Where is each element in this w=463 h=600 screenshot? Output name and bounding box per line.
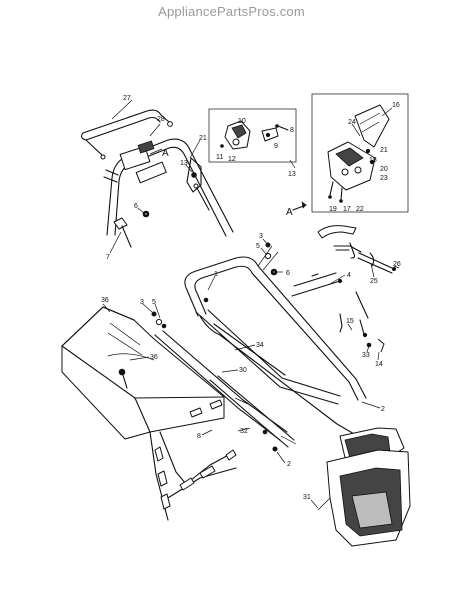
part-label-36-bag: 36 <box>101 297 109 304</box>
hardware <box>113 210 372 452</box>
part-label-13-inset: 13 <box>288 171 296 178</box>
part-label-16: 16 <box>392 102 400 109</box>
cable-bracket-13 <box>186 157 210 211</box>
part-label-34: 34 <box>256 342 264 349</box>
part-label-2-right: 2 <box>381 406 385 413</box>
part-label-22: 22 <box>356 206 364 213</box>
part-label-10: 10 <box>238 118 246 125</box>
part-label-24: 24 <box>348 119 356 126</box>
part-label-2-lower: 2 <box>287 461 291 468</box>
part-label-4: 4 <box>347 272 351 279</box>
part-label-32: 32 <box>240 428 248 435</box>
part-label-12: 12 <box>228 156 236 163</box>
part-label-3-upper: 3 <box>259 233 263 240</box>
callout-a-upper: A <box>162 148 169 159</box>
part-label-27: 27 <box>123 95 131 102</box>
part-label-20: 20 <box>380 166 388 173</box>
part-label-6-upper: 6 <box>286 270 290 277</box>
part-label-13-handle: 13 <box>180 160 188 167</box>
part-label-19: 19 <box>329 206 337 213</box>
lower-handle-bars-30 <box>154 330 297 448</box>
bagger-chute <box>317 427 411 547</box>
part-label-17: 17 <box>343 206 351 213</box>
part-label-3-lower: 3 <box>140 299 144 306</box>
inset-box-deflector <box>311 93 409 213</box>
part-label-30: 30 <box>239 367 247 374</box>
part-label-6-knob: 6 <box>134 203 138 210</box>
part-label-28: 28 <box>157 116 165 123</box>
part-label-36-frame: 36 <box>150 354 158 361</box>
part-number-labels: 27 28 21 10 8 9 11 12 13 13 6 7 16 24 21… <box>101 95 401 501</box>
part-label-8: 8 <box>290 127 294 134</box>
watermark: AppliancePartsPros.com <box>158 4 305 19</box>
part-label-26: 26 <box>393 261 401 268</box>
lower-handle <box>184 245 367 439</box>
part-label-23: 23 <box>380 175 388 182</box>
part-label-11: 11 <box>216 154 223 161</box>
loose-parts-right <box>291 225 396 353</box>
part-label-15: 15 <box>346 318 354 325</box>
part-label-31: 31 <box>303 494 311 501</box>
grass-bag <box>61 306 237 521</box>
part-label-8-lower: 8 <box>197 433 201 440</box>
part-label-25: 25 <box>370 278 378 285</box>
callout-a-lower: A <box>286 207 293 218</box>
upper-handle <box>103 138 234 237</box>
inset-box-throttle <box>208 108 297 163</box>
part-label-7: 7 <box>106 254 110 261</box>
part-label-9: 9 <box>274 143 278 150</box>
part-label-18: 18 <box>369 157 377 164</box>
part-label-14: 14 <box>375 361 383 368</box>
part-label-5-upper: 5 <box>256 243 260 250</box>
part-label-5-lower: 5 <box>152 299 156 306</box>
control-bail-27 <box>81 109 173 160</box>
part-label-33: 33 <box>362 352 370 359</box>
part-label-21-inset: 21 <box>380 147 388 154</box>
part-label-21: 21 <box>199 135 207 142</box>
part-label-1: 1 <box>214 271 218 278</box>
leader-lines <box>102 99 400 509</box>
